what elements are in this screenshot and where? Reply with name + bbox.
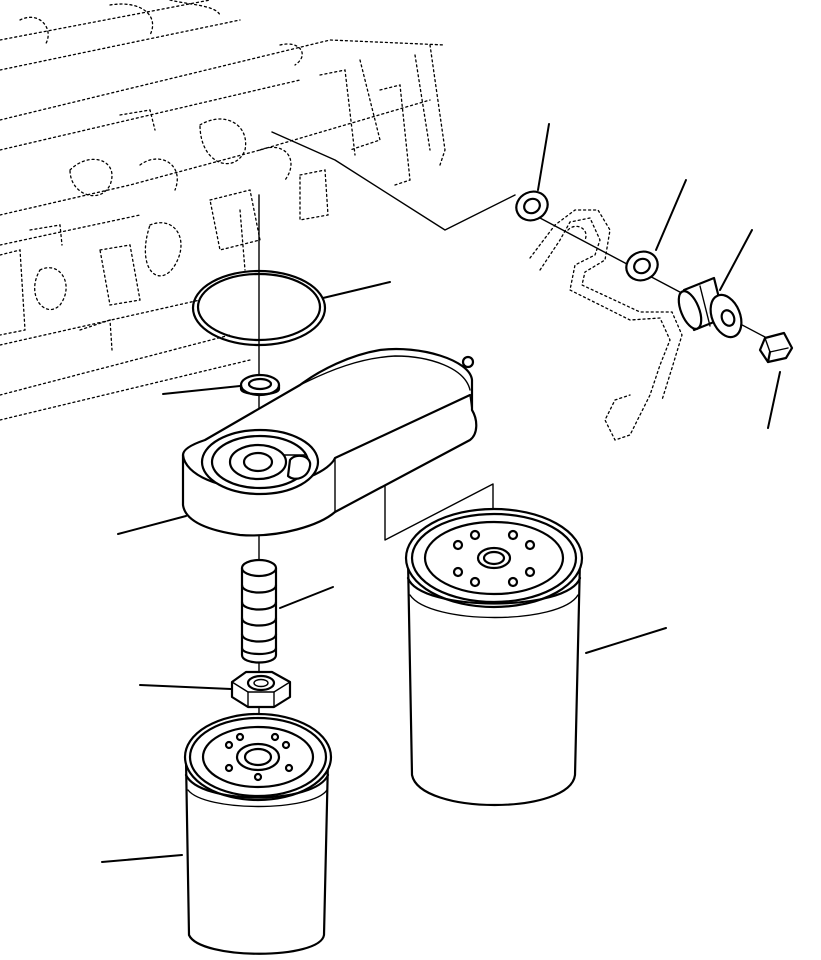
filter-head-bracket [181, 348, 478, 537]
banjo-gasket-upper [515, 190, 549, 222]
callout-leader-banjo-gasket-lower [655, 179, 687, 251]
callout-leader-adapter-nut [139, 684, 232, 690]
adapter-nut [230, 670, 292, 709]
small-spin-on-filter [183, 712, 333, 955]
engine-block-background [0, 0, 446, 421]
large-spin-on-filter [404, 507, 584, 807]
filter-head-o-ring [191, 269, 327, 347]
small-seal-ring [239, 373, 281, 397]
relief-valve-spring [240, 558, 278, 664]
callout-leader-large-filter [585, 627, 667, 654]
callout-leaders [101, 123, 781, 863]
callout-leader-filter-head [117, 515, 187, 535]
callout-leader-o-ring [322, 281, 391, 299]
callout-leader-seal-ring [162, 385, 241, 395]
callout-leader-spring [279, 586, 334, 609]
banjo-gasket-lower [625, 250, 659, 282]
callout-leader-banjo-bolt [719, 229, 753, 291]
plug-screw [758, 331, 794, 364]
ghost-oil-line [529, 209, 683, 441]
callout-leader-small-filter [101, 854, 183, 863]
callout-leader-plug-screw [767, 371, 781, 429]
banjo-bolt [677, 276, 743, 339]
callout-leader-banjo-gasket-upper [537, 123, 550, 191]
